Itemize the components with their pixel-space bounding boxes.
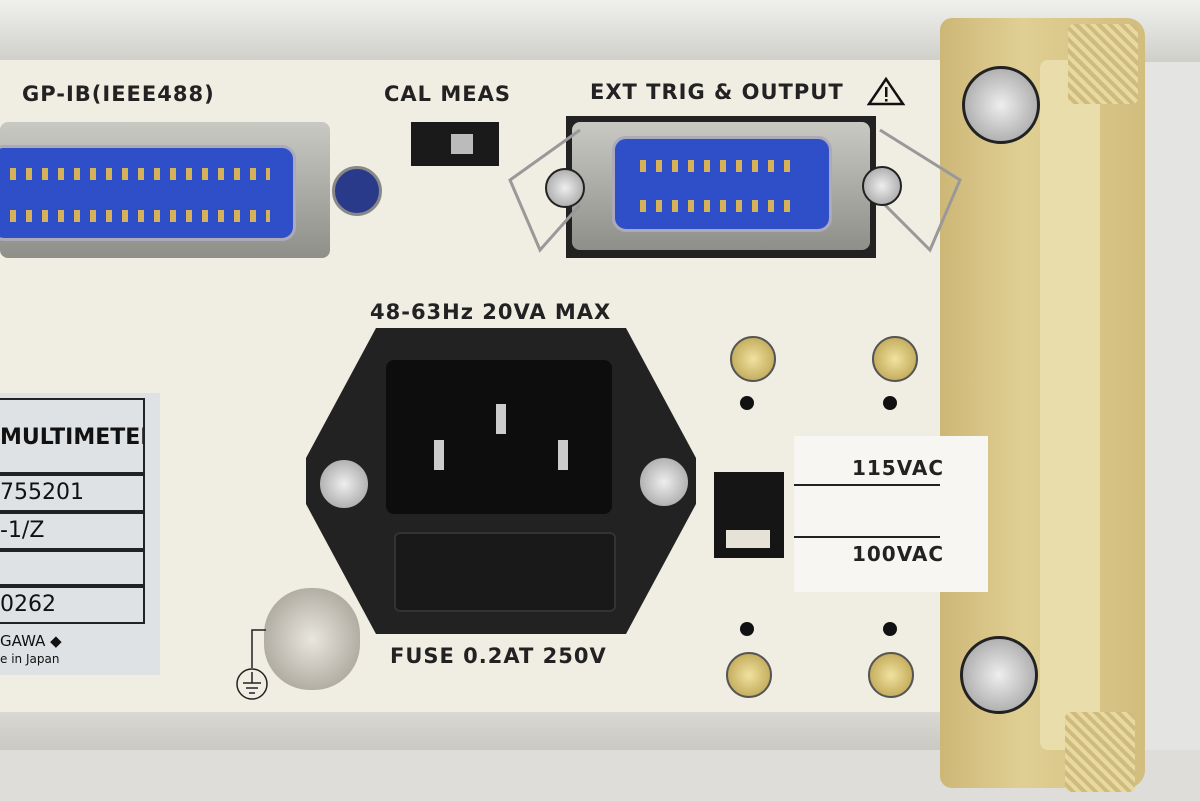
handle-screw-top — [962, 66, 1040, 144]
brass-screw — [872, 336, 918, 382]
socket-pin-right — [558, 440, 568, 470]
voltage-100-label: 100VAC — [851, 542, 944, 566]
inlet-screw-left — [318, 458, 370, 510]
voltage-selector-switch[interactable] — [714, 472, 784, 558]
handle-screw-bottom — [960, 636, 1038, 714]
brass-screw — [730, 336, 776, 382]
gpib-label: GP-IB(IEEE488) — [22, 82, 215, 106]
iec-power-socket[interactable] — [386, 360, 612, 514]
switch-slider — [726, 530, 770, 548]
inlet-screw-right — [638, 456, 690, 508]
cal-meas-label: CAL MEAS — [384, 82, 511, 106]
nameplate-blank — [0, 550, 145, 586]
ext-trig-label: EXT TRIG & OUTPUT — [590, 80, 844, 104]
nameplate-serial: 0262 — [0, 586, 145, 624]
divider — [794, 536, 940, 538]
fuse-drawer[interactable] — [394, 532, 616, 612]
divider — [794, 484, 940, 486]
latch-screw-right — [862, 166, 902, 206]
socket-pin-left — [434, 440, 444, 470]
indicator-dot — [883, 396, 897, 410]
latch-screw-left — [545, 168, 585, 208]
indicator-dot — [740, 396, 754, 410]
indicator-dot — [883, 622, 897, 636]
gpib-pins-top — [10, 168, 270, 180]
indicator-dot — [740, 622, 754, 636]
handle-grip-top — [1068, 24, 1138, 104]
nameplate-product: MULTIMETER — [0, 398, 145, 474]
brass-screw — [868, 652, 914, 698]
brass-screw — [726, 652, 772, 698]
voltage-115-label: 115VAC — [851, 456, 944, 480]
gpib-standoff — [332, 166, 382, 216]
gpib-connector[interactable] — [0, 145, 296, 241]
handle-inner — [1040, 60, 1100, 750]
ext-pins-bottom — [640, 200, 790, 212]
handle-grip-bottom — [1065, 712, 1135, 792]
ext-trig-connector[interactable] — [612, 136, 832, 232]
nameplate — [0, 393, 160, 675]
voltage-label-plate: 115VAC 100VAC — [794, 436, 988, 592]
nameplate-maker: GAWA ◆ — [0, 632, 62, 650]
nameplate-origin: e in Japan — [0, 652, 60, 666]
fuse-label: FUSE 0.2AT 250V — [390, 644, 607, 668]
bottom-rim — [0, 712, 960, 752]
gpib-pins-bottom — [10, 210, 270, 222]
nameplate-suffix: -1/Z — [0, 512, 145, 550]
warning-triangle-icon — [866, 76, 906, 106]
ground-icon — [236, 629, 268, 700]
nameplate-model: 755201 — [0, 474, 145, 512]
ext-pins-top — [640, 160, 790, 172]
socket-pin-earth — [496, 404, 506, 434]
switch-slider — [451, 134, 473, 154]
ground-terminal-knob[interactable] — [264, 588, 360, 690]
cal-meas-switch[interactable] — [411, 122, 499, 166]
connector-latch-wires — [508, 128, 962, 253]
power-rating-label: 48-63Hz 20VA MAX — [370, 300, 612, 324]
